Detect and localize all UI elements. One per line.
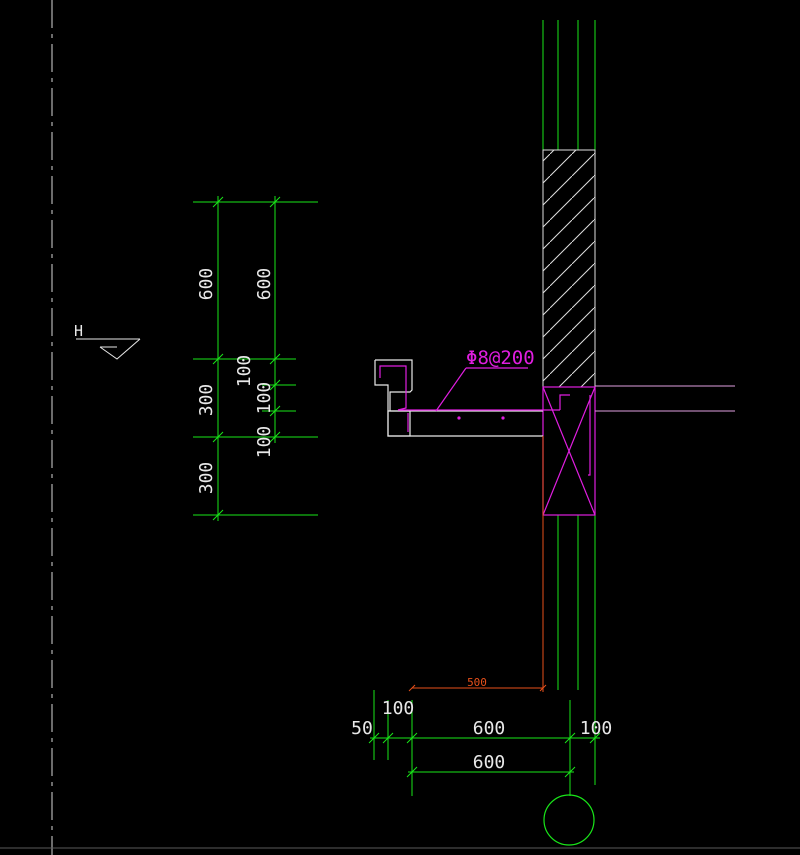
rebar-label: Φ8@200 bbox=[466, 347, 535, 369]
dim-bottom-600-lower: 600 bbox=[473, 752, 506, 773]
dim-bottom-600-upper: 600 bbox=[473, 718, 506, 739]
dim-right-100-b: 100 bbox=[254, 382, 275, 415]
beam-section bbox=[542, 386, 596, 516]
floor-slab-lines bbox=[595, 385, 735, 412]
canopy-outline bbox=[374, 359, 543, 437]
dim-left-300-upper: 300 bbox=[196, 384, 217, 417]
vertical-dim-texts-left: 600 300 300 bbox=[196, 268, 217, 495]
dim-bottom-100-right: 100 bbox=[580, 718, 613, 739]
level-marker-label: H bbox=[74, 322, 83, 340]
column-lines bbox=[542, 20, 596, 785]
hatched-wall bbox=[542, 149, 596, 388]
orange-dimension bbox=[408, 436, 547, 692]
dim-left-300-lower: 300 bbox=[196, 462, 217, 495]
bottom-dim-texts: 50 100 600 100 600 bbox=[351, 698, 612, 773]
dim-right-100-c: 100 bbox=[254, 426, 275, 459]
dim-left-600: 600 bbox=[196, 268, 217, 301]
level-marker: H bbox=[74, 322, 141, 360]
dim-bottom-50: 50 bbox=[351, 718, 373, 739]
dim-orange-500: 500 bbox=[467, 676, 487, 689]
axis-bubble bbox=[543, 794, 595, 846]
bottom-dimensions bbox=[368, 690, 601, 796]
vertical-dimensions bbox=[193, 196, 318, 521]
vertical-dim-texts-right: 600 100 100 100 bbox=[234, 268, 275, 459]
rebar bbox=[379, 365, 570, 432]
dim-right-100-a: 100 bbox=[234, 355, 255, 388]
dim-right-600: 600 bbox=[254, 268, 275, 301]
dim-bottom-100-left: 100 bbox=[382, 698, 415, 719]
